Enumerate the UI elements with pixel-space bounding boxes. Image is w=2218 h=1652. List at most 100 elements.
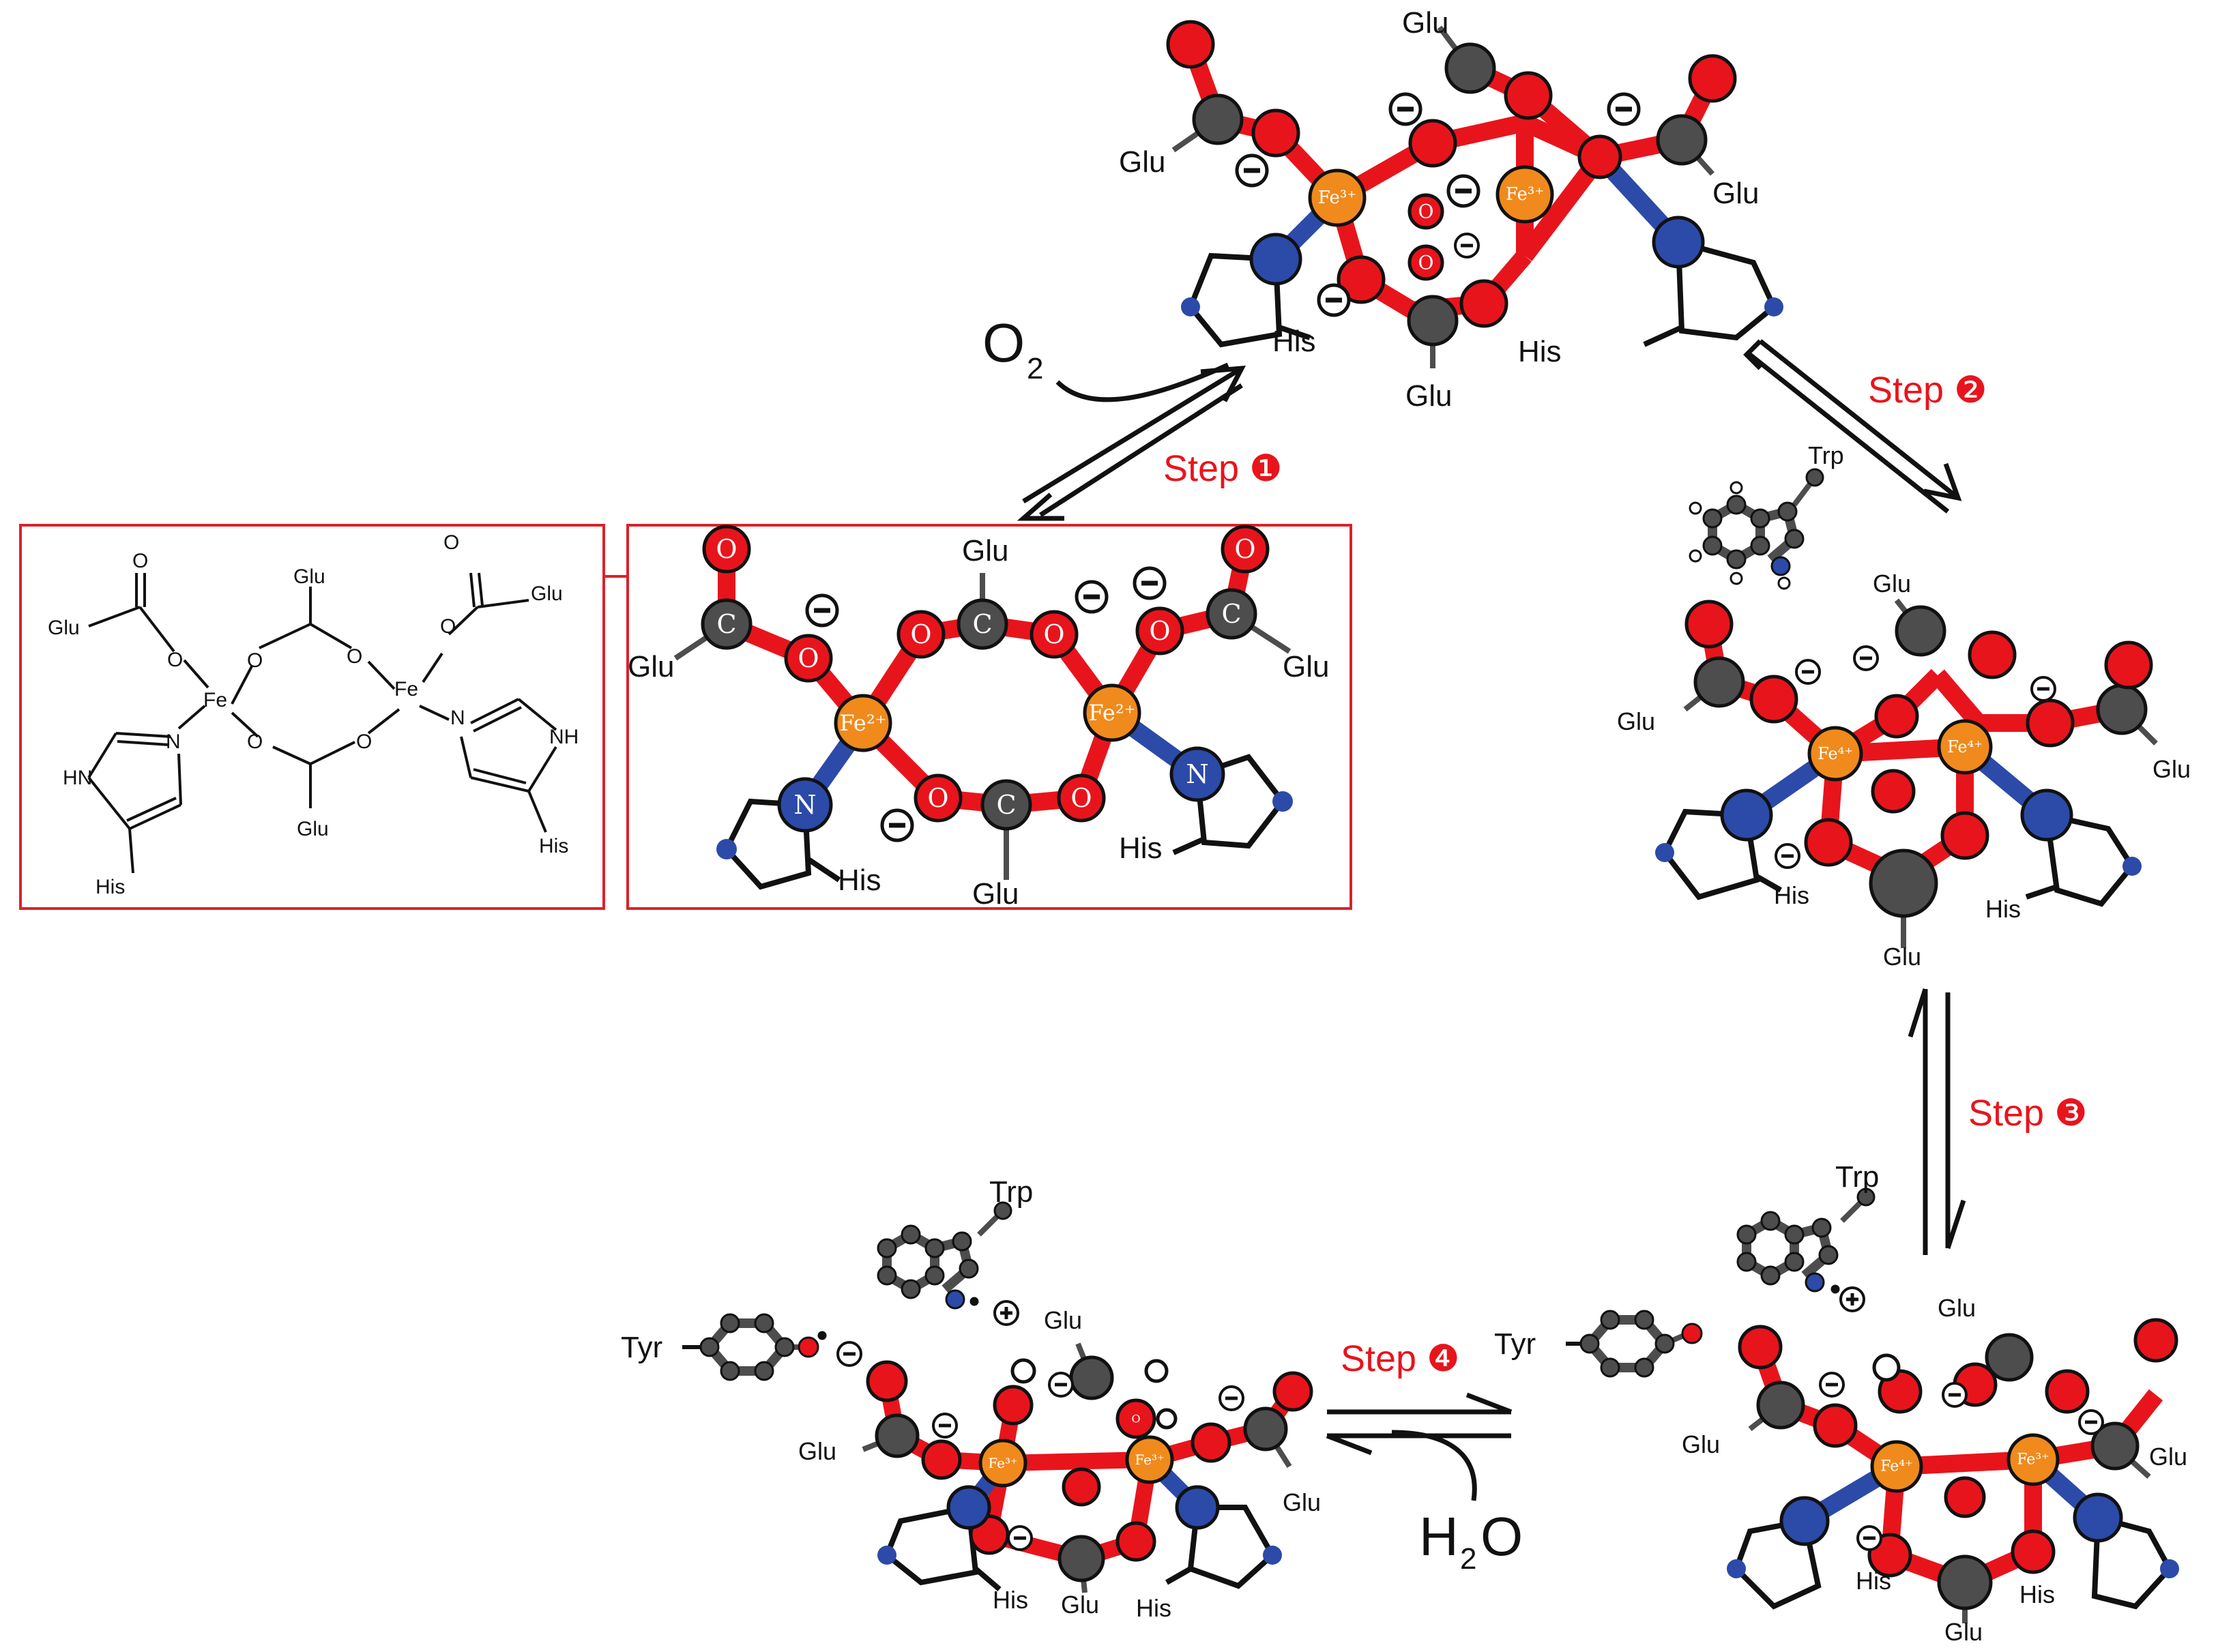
svg-text:Fe³⁺: Fe³⁺ [2017, 1451, 2049, 1469]
svg-text:His: His [1272, 325, 1316, 358]
svg-text:Glu: Glu [1405, 379, 1452, 413]
svg-text:Glu: Glu [1402, 6, 1448, 40]
svg-text:2: 2 [1460, 1542, 1476, 1576]
svg-text:Glu: Glu [293, 565, 325, 588]
svg-text:His: His [1856, 1567, 1891, 1595]
svg-text:Glu: Glu [1883, 943, 1921, 971]
tyr-label-right: Tyr [1494, 1327, 1536, 1361]
svg-text:Fe⁴⁺: Fe⁴⁺ [1947, 737, 1983, 756]
fe4-fe4-model: Fe⁴⁺ Fe⁴⁺ Glu Glu Glu Glu His His [1617, 570, 2191, 971]
svg-text:Fe³⁺: Fe³⁺ [1135, 1451, 1164, 1468]
svg-text:Glu: Glu [2153, 755, 2191, 783]
svg-text:Glu: Glu [1044, 1306, 1082, 1334]
svg-text:His: His [1518, 335, 1562, 368]
trp-molecule-top [1689, 468, 1824, 590]
svg-text:His: His [1774, 881, 1809, 909]
svg-text:Glu: Glu [972, 877, 1019, 911]
trp-molecule-left [877, 1201, 1012, 1310]
fe3-fe3-model: Fe³⁺ Fe³⁺ O H H Glu Glu Glu Glu His His [798, 1306, 1321, 1622]
svg-text:O: O [247, 731, 263, 753]
svg-text:His: His [838, 864, 881, 897]
svg-text:Glu: Glu [962, 534, 1008, 567]
svg-text:His: His [96, 876, 125, 898]
svg-text:O: O [1418, 252, 1434, 274]
svg-text:O: O [167, 649, 183, 671]
svg-text:Fe³⁺: Fe³⁺ [988, 1455, 1017, 1471]
fe4-fe3-model: Fe⁴⁺ Fe³⁺ Glu Glu Glu Glu His His [1682, 1294, 2187, 1646]
step1-label: Step ❶ [1163, 448, 1283, 489]
svg-text:O: O [716, 534, 737, 564]
svg-text:O: O [798, 643, 819, 673]
trp-label-right: Trp [1835, 1160, 1879, 1194]
h2o-exit-curve [1391, 1430, 1477, 1501]
svg-text:Fe⁴⁺: Fe⁴⁺ [1818, 744, 1853, 763]
trp-label-top: Trp [1808, 441, 1844, 469]
svg-text:Glu: Glu [1617, 707, 1655, 735]
svg-text:Glu: Glu [1119, 145, 1165, 179]
fe2-model: O C O O C O O C O O C O N N Fe²⁺ Fe²⁺ Gl… [628, 525, 1329, 911]
svg-text:O: O [356, 731, 372, 753]
svg-text:Glu: Glu [297, 818, 329, 840]
svg-text:Fe³⁺: Fe³⁺ [1318, 188, 1356, 208]
tyr-molecule-right [1566, 1310, 1703, 1378]
svg-text:Fe²⁺: Fe²⁺ [839, 710, 886, 736]
svg-text:O: O [1131, 1413, 1140, 1426]
svg-text:Glu: Glu [531, 582, 563, 605]
svg-text:C: C [972, 609, 992, 639]
svg-text:O: O [927, 783, 948, 813]
svg-text:O: O [910, 619, 931, 649]
svg-text:Fe: Fe [394, 678, 418, 700]
svg-text:O: O [1043, 619, 1064, 649]
svg-text:Glu: Glu [2149, 1443, 2187, 1471]
trp-label-left: Trp [989, 1175, 1033, 1209]
svg-text:HN: HN [63, 767, 92, 789]
o2-entry-curve [1055, 362, 1229, 402]
svg-text:O: O [1234, 534, 1255, 564]
svg-text:O: O [1149, 616, 1170, 646]
svg-text:Glu: Glu [1712, 177, 1759, 210]
svg-text:Glu: Glu [1682, 1430, 1720, 1458]
tyr-molecule-left [682, 1313, 827, 1381]
svg-text:H: H [1152, 1365, 1161, 1378]
line-structure-labels: O Glu O Glu O O Fe Fe O O Glu O O Glu N … [48, 531, 579, 898]
svg-text:Fe: Fe [203, 689, 227, 711]
svg-text:O: O [132, 550, 148, 572]
fe2-model-box [626, 524, 1352, 910]
svg-text:H: H [1419, 1506, 1459, 1567]
svg-text:Fe⁴⁺: Fe⁴⁺ [1880, 1458, 1913, 1475]
step3-arrow [1908, 988, 1966, 1255]
svg-text:O: O [1480, 1506, 1523, 1567]
trp-molecule-right [1736, 1188, 1876, 1294]
svg-text:O: O [1070, 783, 1092, 813]
step4-arrow [1326, 1392, 1513, 1456]
svg-text:Fe²⁺: Fe²⁺ [1088, 700, 1135, 726]
svg-text:C: C [716, 609, 736, 639]
svg-text:O: O [347, 645, 362, 668]
step2-arrow [1743, 339, 1962, 514]
equilibrium-arrows [1017, 339, 1966, 1501]
svg-text:Glu: Glu [628, 650, 674, 683]
step1-arrow [1017, 365, 1246, 521]
line-structure-box [19, 524, 605, 910]
svg-text:H: H [1162, 1413, 1171, 1426]
svg-text:O: O [440, 615, 456, 638]
svg-text:O: O [247, 649, 263, 672]
svg-text:N: N [793, 790, 816, 820]
svg-text:Glu: Glu [1061, 1591, 1099, 1619]
svg-text:Glu: Glu [1873, 570, 1911, 598]
svg-text:His: His [2019, 1580, 2055, 1608]
fe3-peroxo-model: Fe³⁺ Fe³⁺ O O Glu Glu Glu Glu His His [1119, 6, 1783, 413]
svg-text:O: O [443, 531, 459, 554]
svg-text:His: His [993, 1586, 1028, 1614]
svg-text:2: 2 [1027, 352, 1043, 385]
svg-text:Glu: Glu [798, 1437, 836, 1465]
svg-text:Glu: Glu [1283, 650, 1329, 683]
svg-text:N: N [450, 707, 465, 729]
svg-text:His: His [1136, 1594, 1171, 1622]
step3-label: Step ❸ [1968, 1093, 2088, 1134]
svg-text:Glu: Glu [1283, 1488, 1321, 1516]
tyr-label-left: Tyr [621, 1331, 662, 1364]
svg-text:NH: NH [549, 726, 579, 748]
svg-text:Glu: Glu [48, 617, 80, 639]
